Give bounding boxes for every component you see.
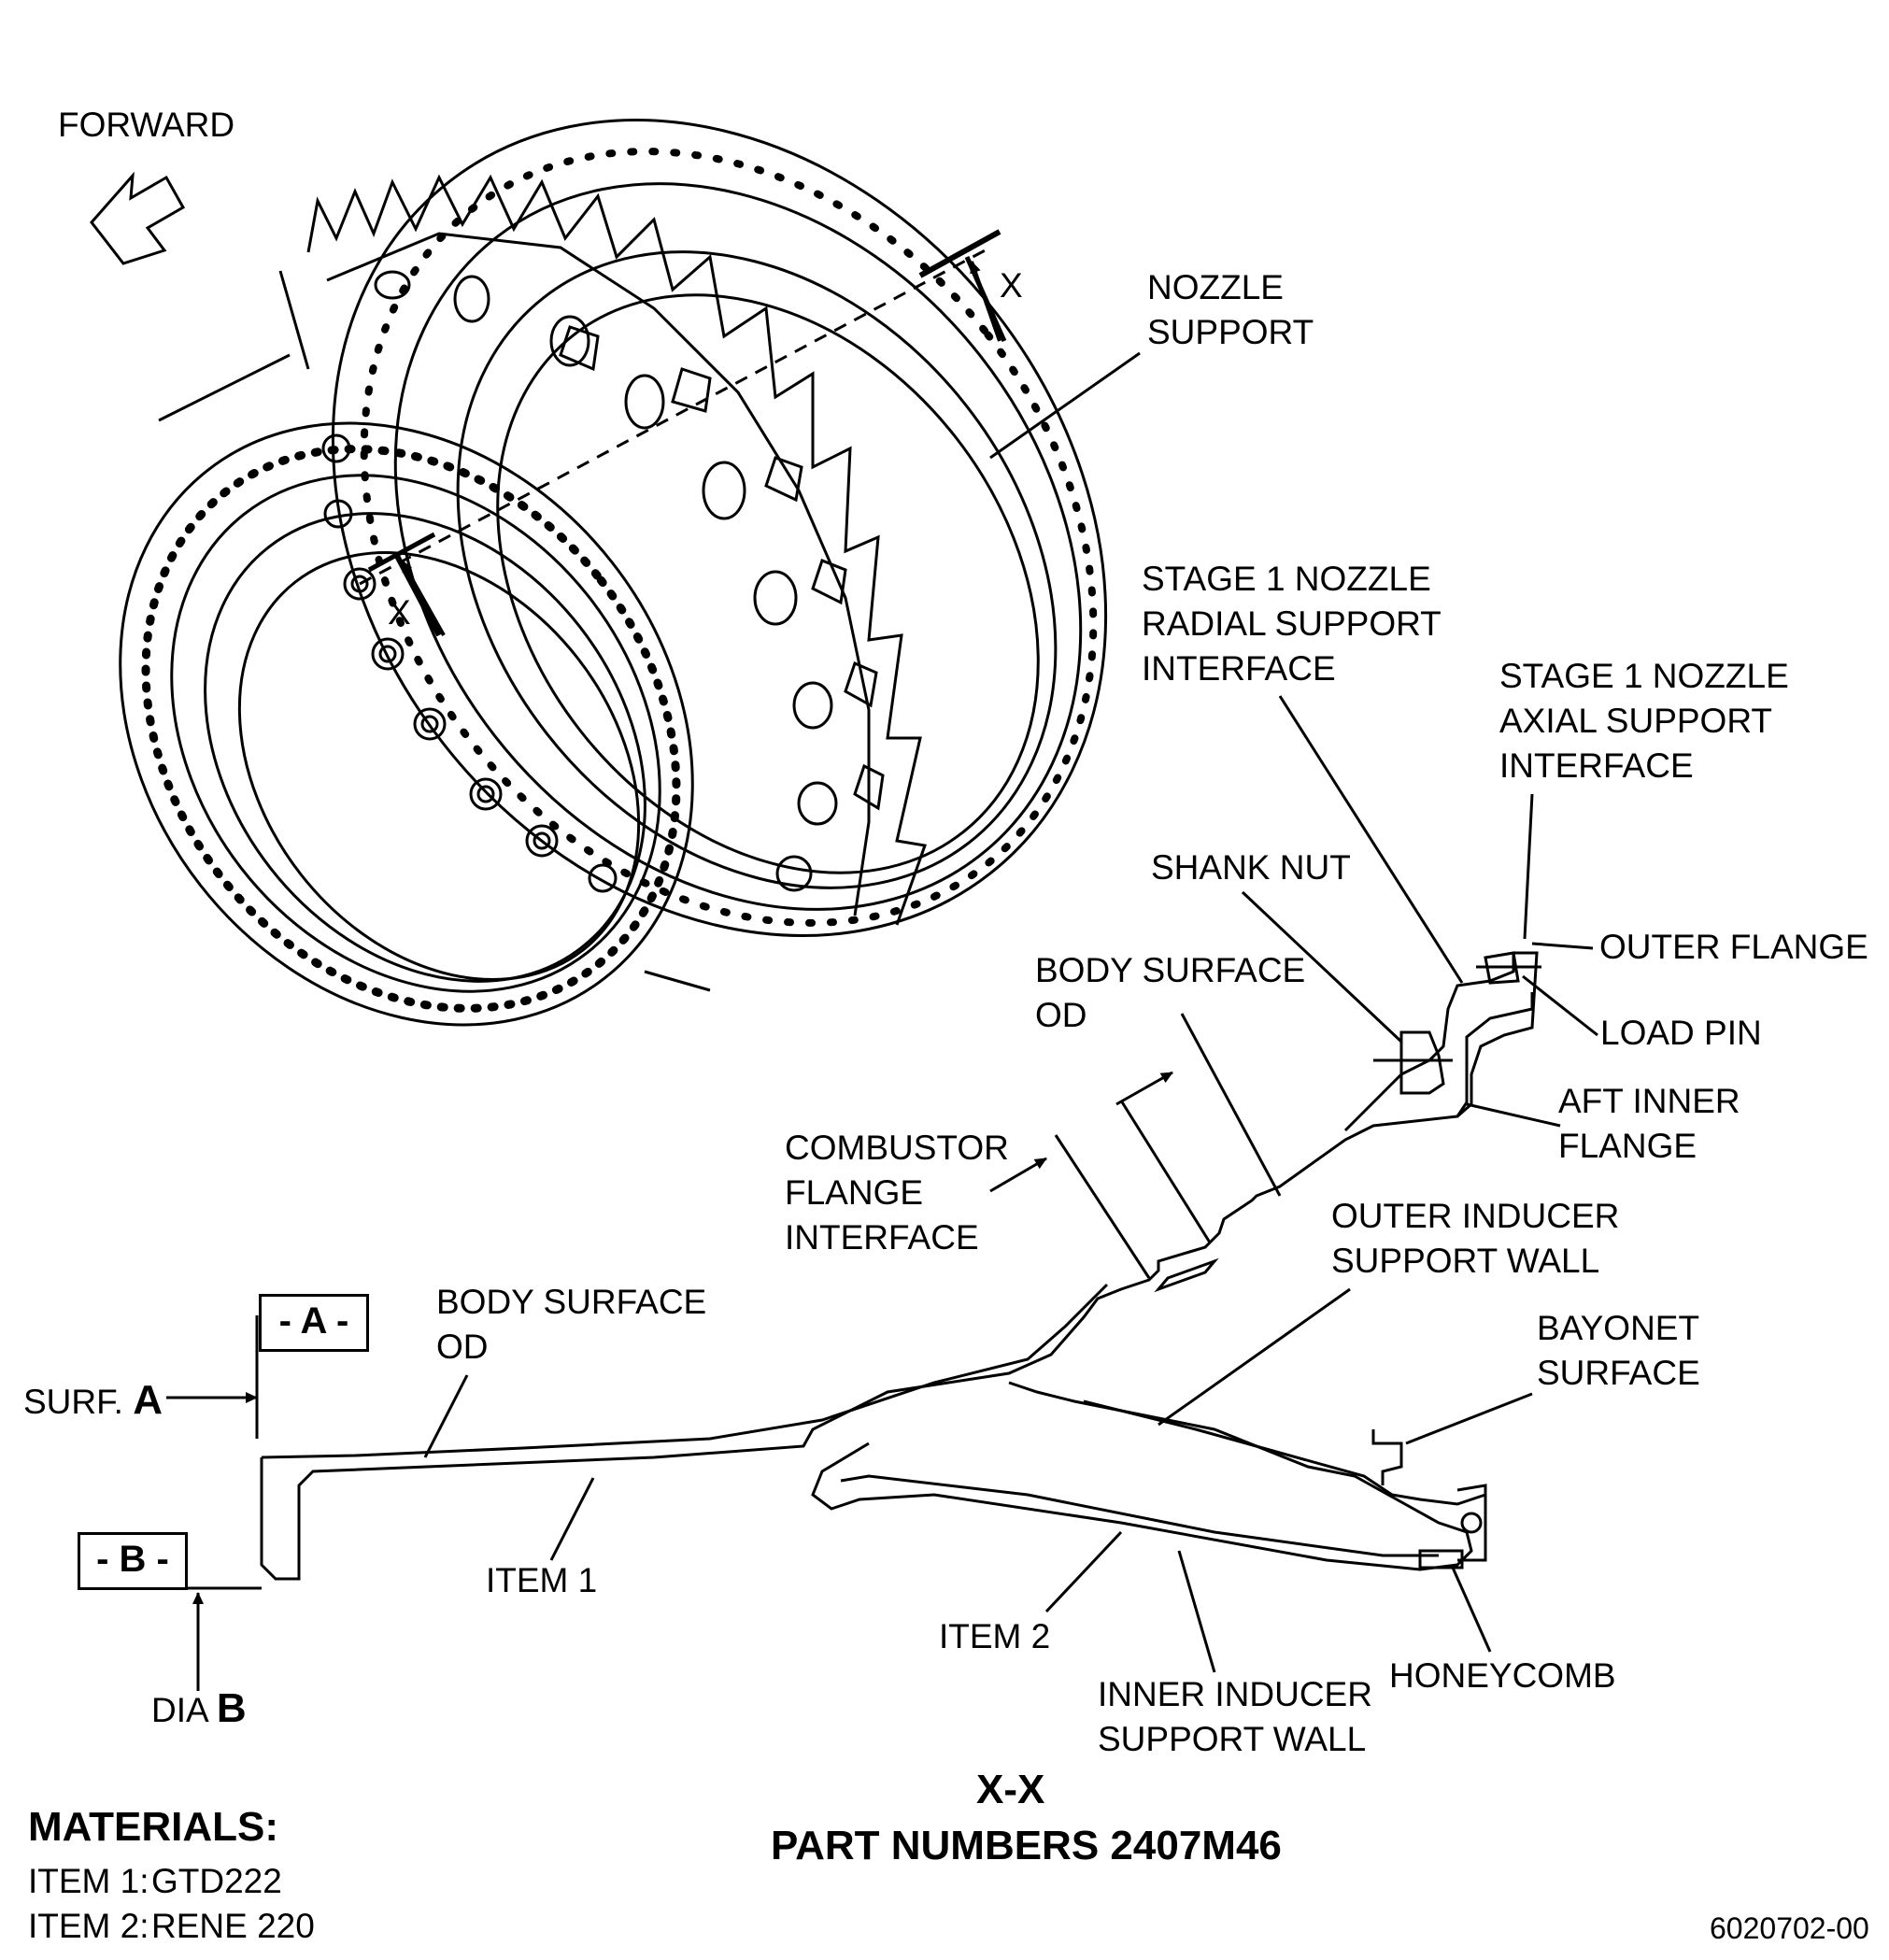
section-line-x-x: [359, 229, 1007, 637]
leader-combustor-1: [1054, 1134, 1151, 1279]
leader-nozzle-support: [989, 351, 1141, 460]
leader-inner-inducer: [1177, 1550, 1216, 1673]
materials-heading: MATERIALS:: [28, 1804, 279, 1850]
leader-outer-flange: [1531, 942, 1594, 950]
leader-body-od-lower: [423, 1374, 469, 1458]
leader-body-od-upper: [1180, 1013, 1282, 1197]
forward-label: FORWARD: [58, 106, 235, 144]
section-marker-top: X: [1000, 266, 1023, 305]
datum-a-frame: - A -: [259, 1294, 369, 1352]
section-title: X-X: [976, 1767, 1045, 1812]
materials-item-1: ITEM 1:GTD222: [28, 1862, 282, 1900]
leader-radial-support: [1278, 695, 1464, 984]
leader-honeycomb: [1451, 1567, 1492, 1653]
leader-axial-support: [1523, 793, 1534, 940]
nozzle-support-drawing: [119, 119, 1108, 1027]
materials-item-2: ITEM 2:RENE 220: [28, 1907, 315, 1945]
forward-arrow-icon: [90, 171, 186, 265]
honeycomb-label: HONEYCOMB: [1389, 1656, 1616, 1695]
leader-aft-inner-flange: [1466, 1102, 1561, 1128]
surf-a-label: SURF. A: [23, 1377, 163, 1423]
load-pin-label: LOAD PIN: [1600, 1014, 1762, 1052]
datum-b-frame: - B -: [78, 1532, 188, 1590]
leader-lines: [166, 351, 1598, 1691]
item-1-label: ITEM 1: [486, 1561, 598, 1599]
leader-combustor-2: [1119, 1100, 1212, 1243]
section-marker-bottom: X: [388, 593, 411, 632]
leader-shank-nut: [1241, 890, 1403, 1044]
outer-flange-label: OUTER FLANGE: [1599, 928, 1868, 966]
shank-nut-label: SHANK NUT: [1151, 848, 1351, 887]
leader-item-2: [1044, 1530, 1123, 1613]
leader-load-pin: [1522, 974, 1598, 1037]
item-2-label: ITEM 2: [939, 1617, 1051, 1655]
drawing-number: 6020702-00: [1710, 1911, 1869, 1945]
leader-item-1: [549, 1477, 595, 1561]
part-numbers-title: PART NUMBERS 2407M46: [771, 1823, 1282, 1868]
leader-bayonet: [1405, 1392, 1533, 1445]
dia-b-label: DIA B: [151, 1685, 247, 1731]
leader-outer-inducer: [1158, 1287, 1351, 1427]
cross-section-profile: [255, 951, 1541, 1581]
